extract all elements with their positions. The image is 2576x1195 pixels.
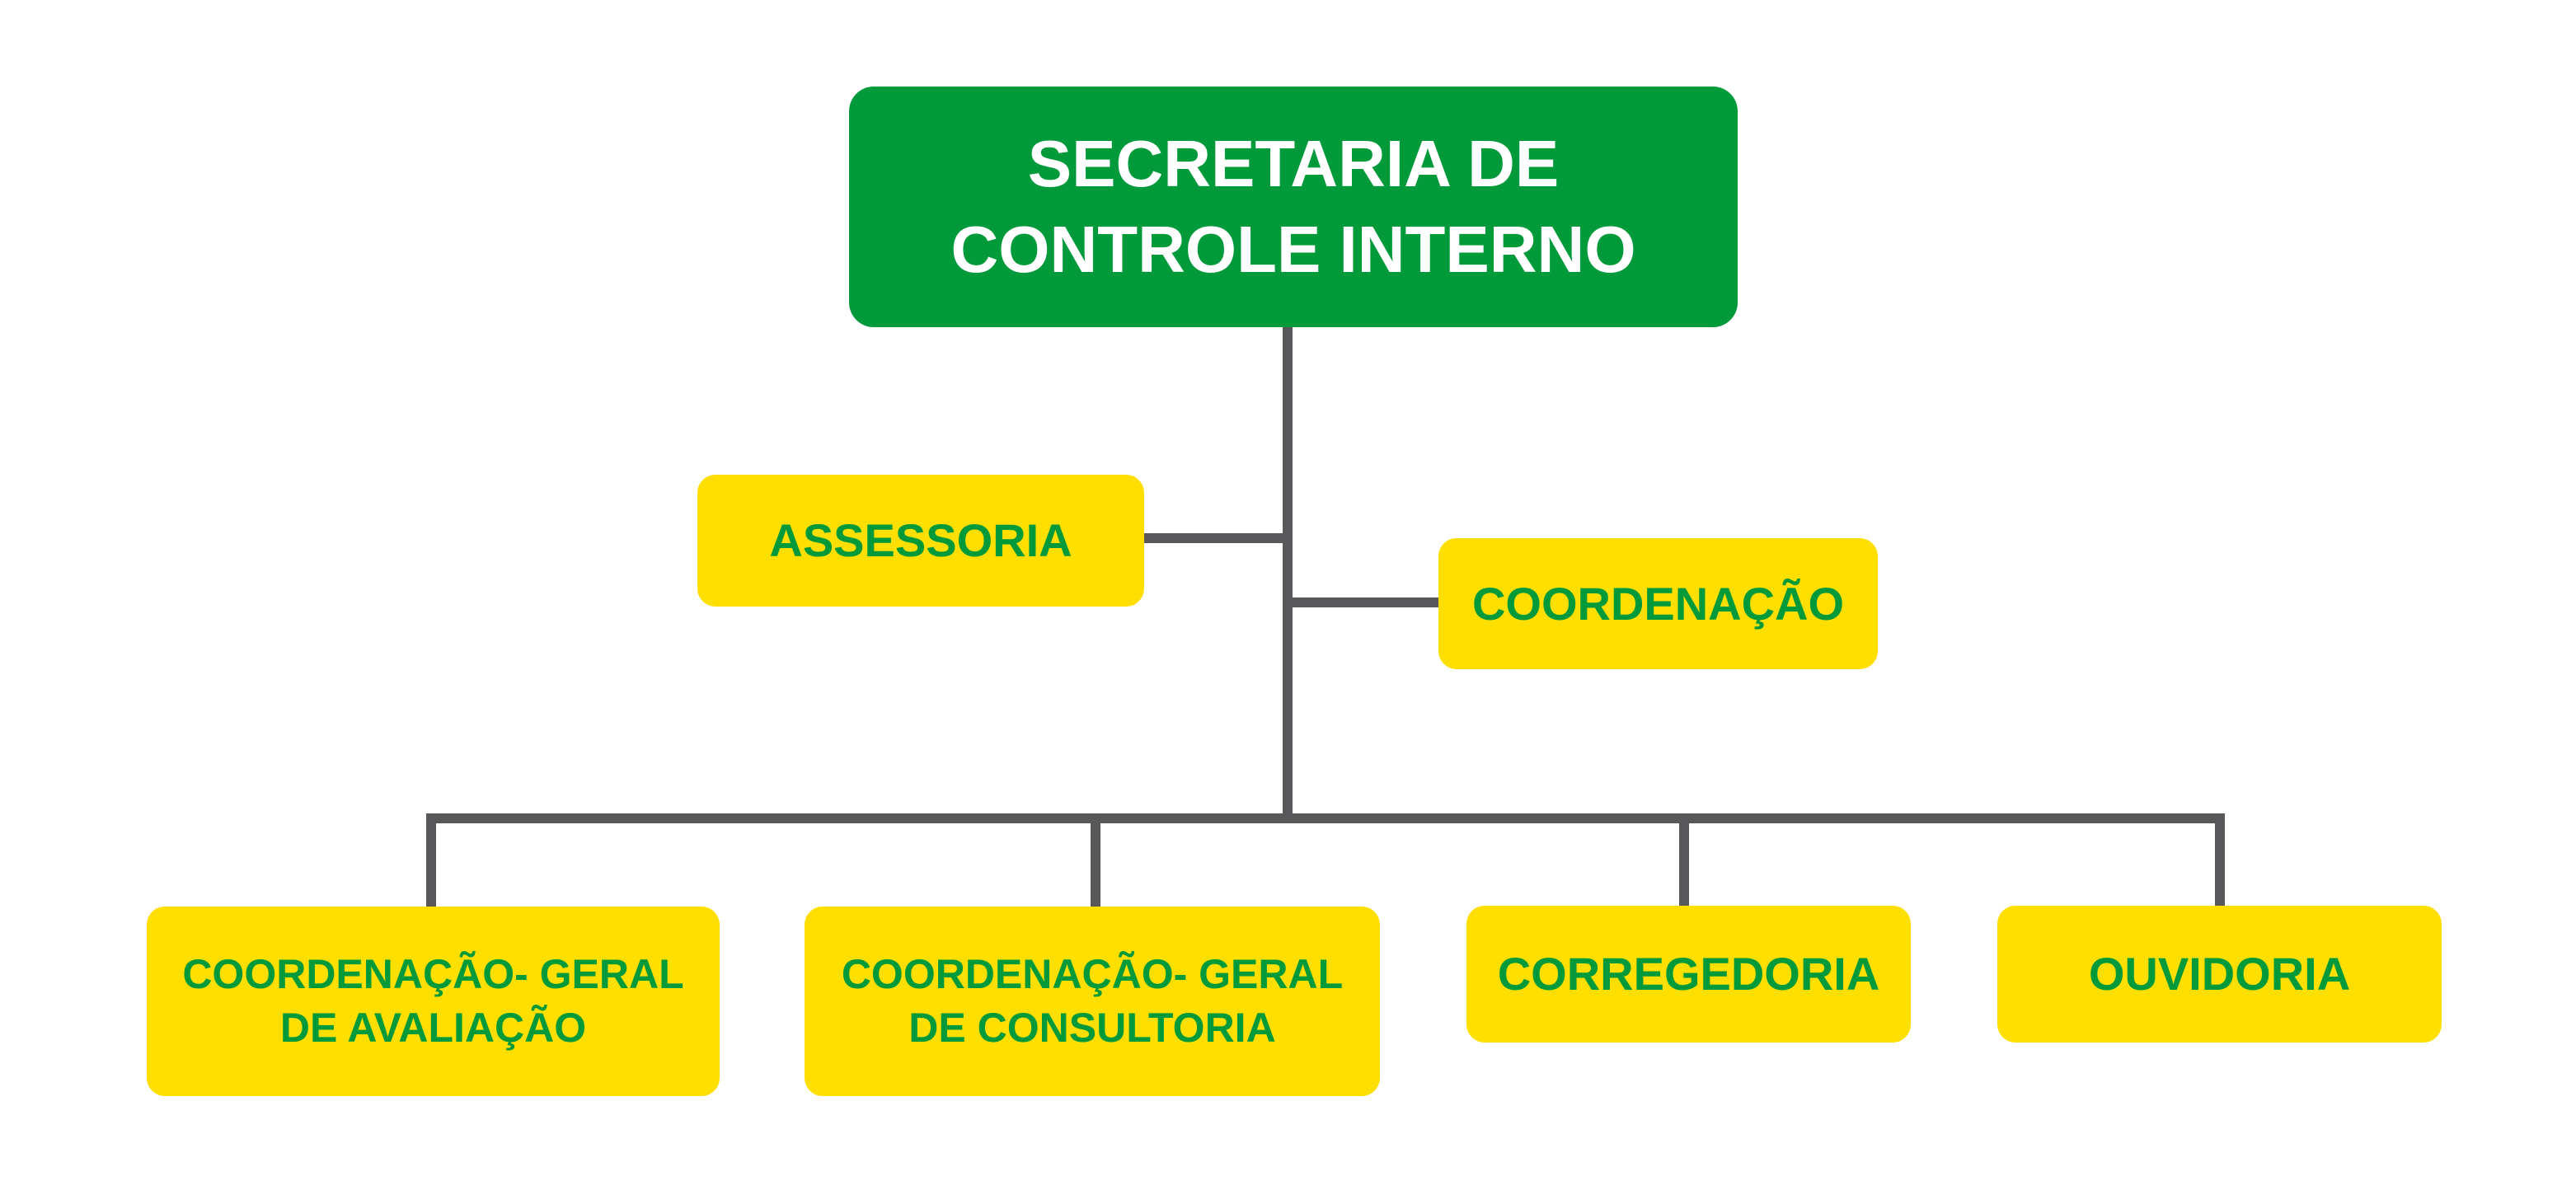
- connector-drop-avaliacao: [426, 813, 436, 907]
- org-node-assessoria-label: ASSESSORIA: [769, 514, 1072, 566]
- connector-drop-corregedoria: [1679, 813, 1689, 907]
- org-node-coordenacao-geral-avaliacao-label: COORDENAÇÃO- GERAL DE AVALIAÇÃO: [182, 951, 684, 1051]
- connector-bottom-rail: [426, 813, 2225, 823]
- connector-assessoria: [1144, 533, 1288, 543]
- connector-trunk: [1283, 327, 1293, 823]
- connector-coordenacao: [1288, 598, 1438, 607]
- org-node-coordenacao-geral-avaliacao: COORDENAÇÃO- GERAL DE AVALIAÇÃO: [147, 907, 720, 1096]
- org-node-ouvidoria-label: OUVIDORIA: [2088, 948, 2351, 1000]
- org-node-corregedoria: CORREGEDORIA: [1466, 906, 1911, 1043]
- org-node-corregedoria-label: CORREGEDORIA: [1497, 948, 1880, 1000]
- org-node-coordenacao: COORDENAÇÃO: [1438, 538, 1878, 669]
- org-node-coordenacao-label: COORDENAÇÃO: [1471, 577, 1845, 630]
- connector-drop-consultoria: [1091, 813, 1100, 907]
- connector-drop-ouvidoria: [2215, 813, 2225, 907]
- org-node-coordenacao-geral-consultoria-label: COORDENAÇÃO- GERAL DE CONSULTORIA: [841, 951, 1344, 1051]
- org-node-ouvidoria: OUVIDORIA: [1997, 906, 2442, 1043]
- org-node-root-label: SECRETARIA DE CONTROLE INTERNO: [950, 127, 1636, 286]
- org-node-root: SECRETARIA DE CONTROLE INTERNO: [849, 87, 1738, 327]
- org-node-coordenacao-geral-consultoria: COORDENAÇÃO- GERAL DE CONSULTORIA: [805, 907, 1380, 1096]
- org-node-assessoria: ASSESSORIA: [697, 475, 1144, 607]
